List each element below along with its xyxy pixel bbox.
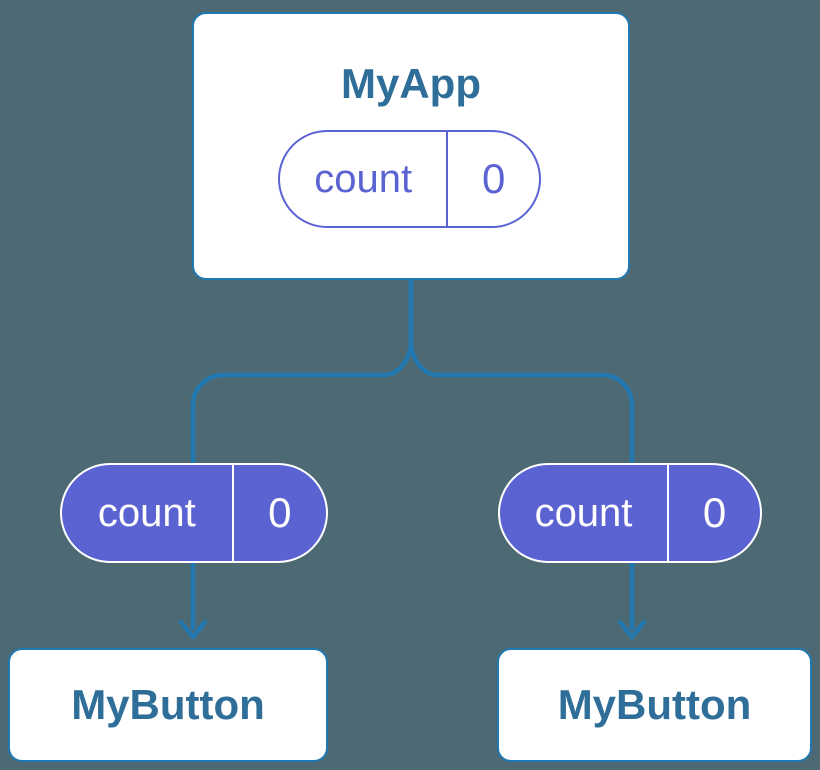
component-title: MyButton: [557, 681, 752, 728]
state-name-label: count: [280, 132, 449, 226]
component-node-myapp: MyApp count 0: [192, 12, 630, 280]
component-title: MyButton: [71, 681, 265, 728]
prop-value-label: 0: [268, 489, 292, 536]
arrowhead-left-icon: [178, 619, 208, 640]
arrowhead-right-icon: [617, 619, 647, 640]
prop-value-label: 0: [702, 489, 727, 536]
connector-branch-left: [190, 277, 414, 631]
component-node-mybutton-left: MyButton: [8, 648, 328, 762]
connector-branch-right: [408, 277, 635, 631]
prop-pill-right: count 0: [498, 463, 762, 563]
prop-pill-left: count 0: [60, 463, 328, 563]
component-node-mybutton-right: MyButton: [497, 648, 812, 762]
state-value-label: 0: [481, 155, 506, 202]
component-title: MyApp: [341, 60, 481, 107]
prop-name-label: count: [62, 465, 234, 561]
state-pill: count 0: [278, 130, 541, 228]
prop-name-label: count: [500, 465, 669, 561]
